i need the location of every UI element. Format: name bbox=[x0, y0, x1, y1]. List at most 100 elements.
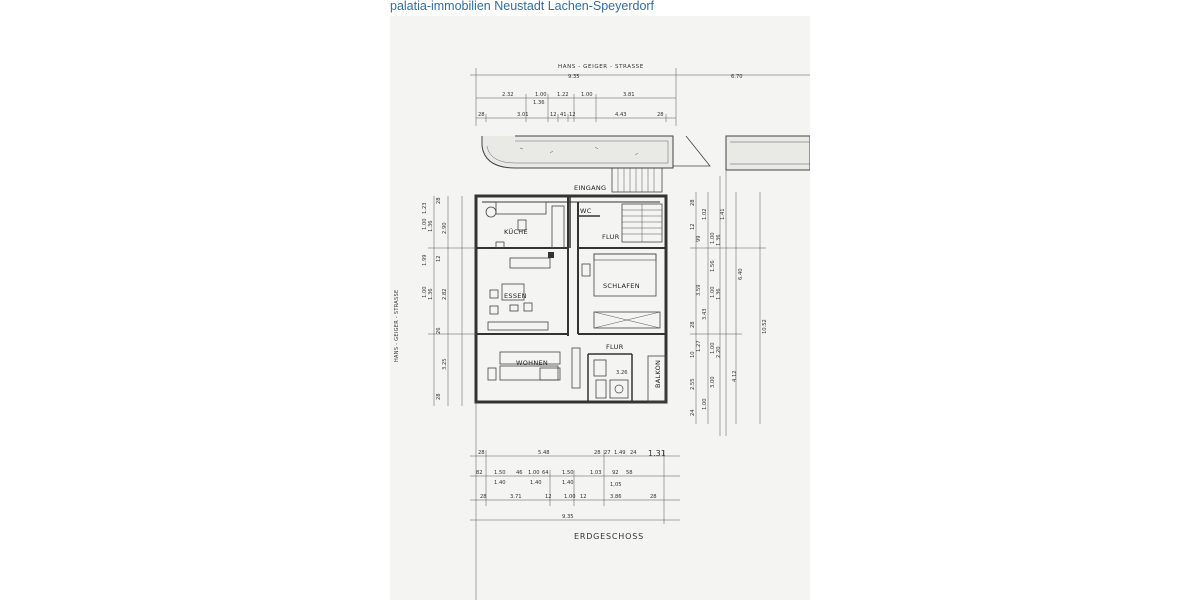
dim-left-136b: 1.36 bbox=[428, 288, 434, 300]
dim-left-290: 2.90 bbox=[442, 222, 448, 234]
dim-right-141: 1.41 bbox=[720, 208, 726, 220]
dim-top-28b: 28 bbox=[657, 112, 664, 118]
dim-bottom-386: 3.86 bbox=[610, 494, 622, 500]
dim-right-359: 3.59 bbox=[696, 284, 702, 296]
room-label-kueche: KÜCHE bbox=[504, 227, 528, 236]
dim-bottom-105: 1,05 bbox=[610, 482, 622, 488]
dim-right-1052: 10.52 bbox=[762, 319, 768, 334]
right-dimension-lines bbox=[690, 192, 766, 424]
dim-bottom-548: 5.48 bbox=[538, 450, 550, 456]
dim-left-100a: 1.00 bbox=[422, 218, 428, 230]
dim-left-282: 2.82 bbox=[442, 288, 448, 300]
entrance-stairs bbox=[611, 167, 663, 243]
dim-top-935: 9.35 bbox=[568, 74, 580, 80]
dim-left-325: 3.25 bbox=[442, 358, 448, 370]
dim-left-12a: 12 bbox=[436, 255, 442, 262]
dim-right-24: 24 bbox=[690, 409, 696, 416]
room-label-balkon: BALKON bbox=[654, 360, 662, 388]
dim-right-127: 1.27 bbox=[696, 340, 702, 352]
room-label-schlafen: SCHLAFEN bbox=[603, 282, 640, 290]
dim-right-102: 1.02 bbox=[702, 208, 708, 220]
terrace-strip bbox=[481, 135, 810, 436]
dim-right-343: 3.43 bbox=[702, 308, 708, 320]
dim-top-122: 1.22 bbox=[557, 92, 569, 98]
dim-bottom-46: 46 bbox=[516, 470, 523, 476]
dim-right-100b: 1.00 bbox=[710, 286, 716, 298]
dim-top-12b: 12 bbox=[569, 112, 576, 118]
dim-top-41: 41 bbox=[560, 112, 567, 118]
dim-right-255: 2.55 bbox=[690, 378, 696, 390]
dim-right-28b: 28 bbox=[690, 321, 696, 328]
left-dimension-lines bbox=[428, 196, 476, 406]
dim-right-1001: 1.00 bbox=[710, 342, 716, 354]
dim-right-12: 12 bbox=[690, 223, 696, 230]
dim-top-136: 1.36 bbox=[533, 100, 545, 106]
room-label-flur-top: FLUR bbox=[602, 233, 620, 241]
dim-bottom-140c: 1.40 bbox=[562, 480, 574, 486]
bathroom-fixtures bbox=[593, 359, 629, 399]
interior-walls bbox=[476, 196, 666, 402]
dim-left-199: 1.99 bbox=[422, 254, 428, 266]
dim-bottom-140b: 1.40 bbox=[530, 480, 542, 486]
dim-top-100b: 1.00 bbox=[581, 92, 593, 98]
dim-bottom-28c: 28 bbox=[480, 494, 487, 500]
dim-left-100b: 1.00 bbox=[422, 286, 428, 298]
dim-bottom-371: 3.71 bbox=[510, 494, 522, 500]
dim-bottom-64: 64 bbox=[542, 470, 549, 476]
dim-right-136b: 1.36 bbox=[716, 288, 722, 300]
dim-bottom-82: 82 bbox=[476, 470, 483, 476]
page-caption: palatia-immobilien Neustadt Lachen-Speye… bbox=[390, 0, 655, 13]
dining-furniture bbox=[487, 283, 549, 331]
dim-right-300: 3.00 bbox=[710, 376, 716, 388]
dim-bottom-27: 27 bbox=[604, 450, 611, 456]
dim-bottom-149: 1.49 bbox=[614, 450, 626, 456]
dim-left-123: 1.23 bbox=[422, 202, 428, 214]
dim-top-443: 4.43 bbox=[615, 112, 627, 118]
dim-top-232: 2.32 bbox=[502, 92, 514, 98]
dim-left-26: 26 bbox=[436, 327, 442, 334]
dim-bottom-12b: 12 bbox=[580, 494, 587, 500]
dim-right-10: 10 bbox=[690, 351, 696, 358]
bottom-dimension-lines bbox=[470, 402, 680, 600]
dim-top-100a: 1.00 bbox=[535, 92, 547, 98]
dim-top-381: 3.81 bbox=[623, 92, 635, 98]
dim-left-28a: 28 bbox=[436, 197, 442, 204]
dim-bottom-140a: 1.40 bbox=[494, 480, 506, 486]
room-label-essen: ESSEN bbox=[504, 292, 527, 300]
street-label-top: HANS - GEIGER - STRASSE bbox=[558, 64, 644, 70]
dim-bottom-103: 1.03 bbox=[590, 470, 602, 476]
top-dimension-lines bbox=[470, 68, 810, 126]
dim-top-12: 12 bbox=[550, 112, 557, 118]
dim-right-28a: 28 bbox=[690, 199, 696, 206]
dim-right-156: 1.56 bbox=[710, 260, 716, 272]
bedroom-furniture bbox=[581, 253, 661, 329]
dim-right-136a: 1.36 bbox=[716, 234, 722, 246]
room-label-eingang: EINGANG bbox=[574, 184, 606, 192]
dim-bottom-28b: 28 bbox=[594, 450, 601, 456]
dim-bottom-935: 9.35 bbox=[562, 514, 574, 520]
balcony bbox=[647, 355, 667, 403]
dim-top-670: 6.70 bbox=[731, 74, 743, 80]
dim-bottom-150a: 1.50 bbox=[494, 470, 506, 476]
floor-plan-sheet: HANS - GEIGER - STRASSE 9.35 6.70 2.32 1… bbox=[390, 16, 810, 600]
dim-bottom-100b: 1.00 bbox=[564, 494, 576, 500]
plan-title: ERDGESCHOSS bbox=[574, 532, 644, 541]
dim-left-136a: 1.36 bbox=[428, 220, 434, 232]
dim-bottom-12: 12 bbox=[545, 494, 552, 500]
bath-area-label: 3.26 bbox=[616, 370, 628, 376]
dim-bottom-28a: 28 bbox=[478, 450, 485, 456]
room-label-wohnen: WOHNEN bbox=[516, 359, 548, 367]
dim-right-412: 4.12 bbox=[732, 370, 738, 382]
dim-bottom-150b: 1.50 bbox=[562, 470, 574, 476]
dim-top-28a: 28 bbox=[478, 112, 485, 118]
dim-top-301: 3.01 bbox=[517, 112, 529, 118]
dim-bottom-58: 58 bbox=[626, 470, 633, 476]
dim-left-28b: 28 bbox=[436, 393, 442, 400]
room-label-flur-bottom: FLUR bbox=[606, 343, 624, 351]
dim-bottom-24: 24 bbox=[630, 450, 637, 456]
dim-right-640: 6.40 bbox=[738, 268, 744, 280]
dim-bottom-92: 92 bbox=[612, 470, 619, 476]
dim-bottom-28d: 28 bbox=[650, 494, 657, 500]
dim-bottom-100a: 1.00 bbox=[528, 470, 540, 476]
kitchen-furniture bbox=[485, 201, 565, 269]
